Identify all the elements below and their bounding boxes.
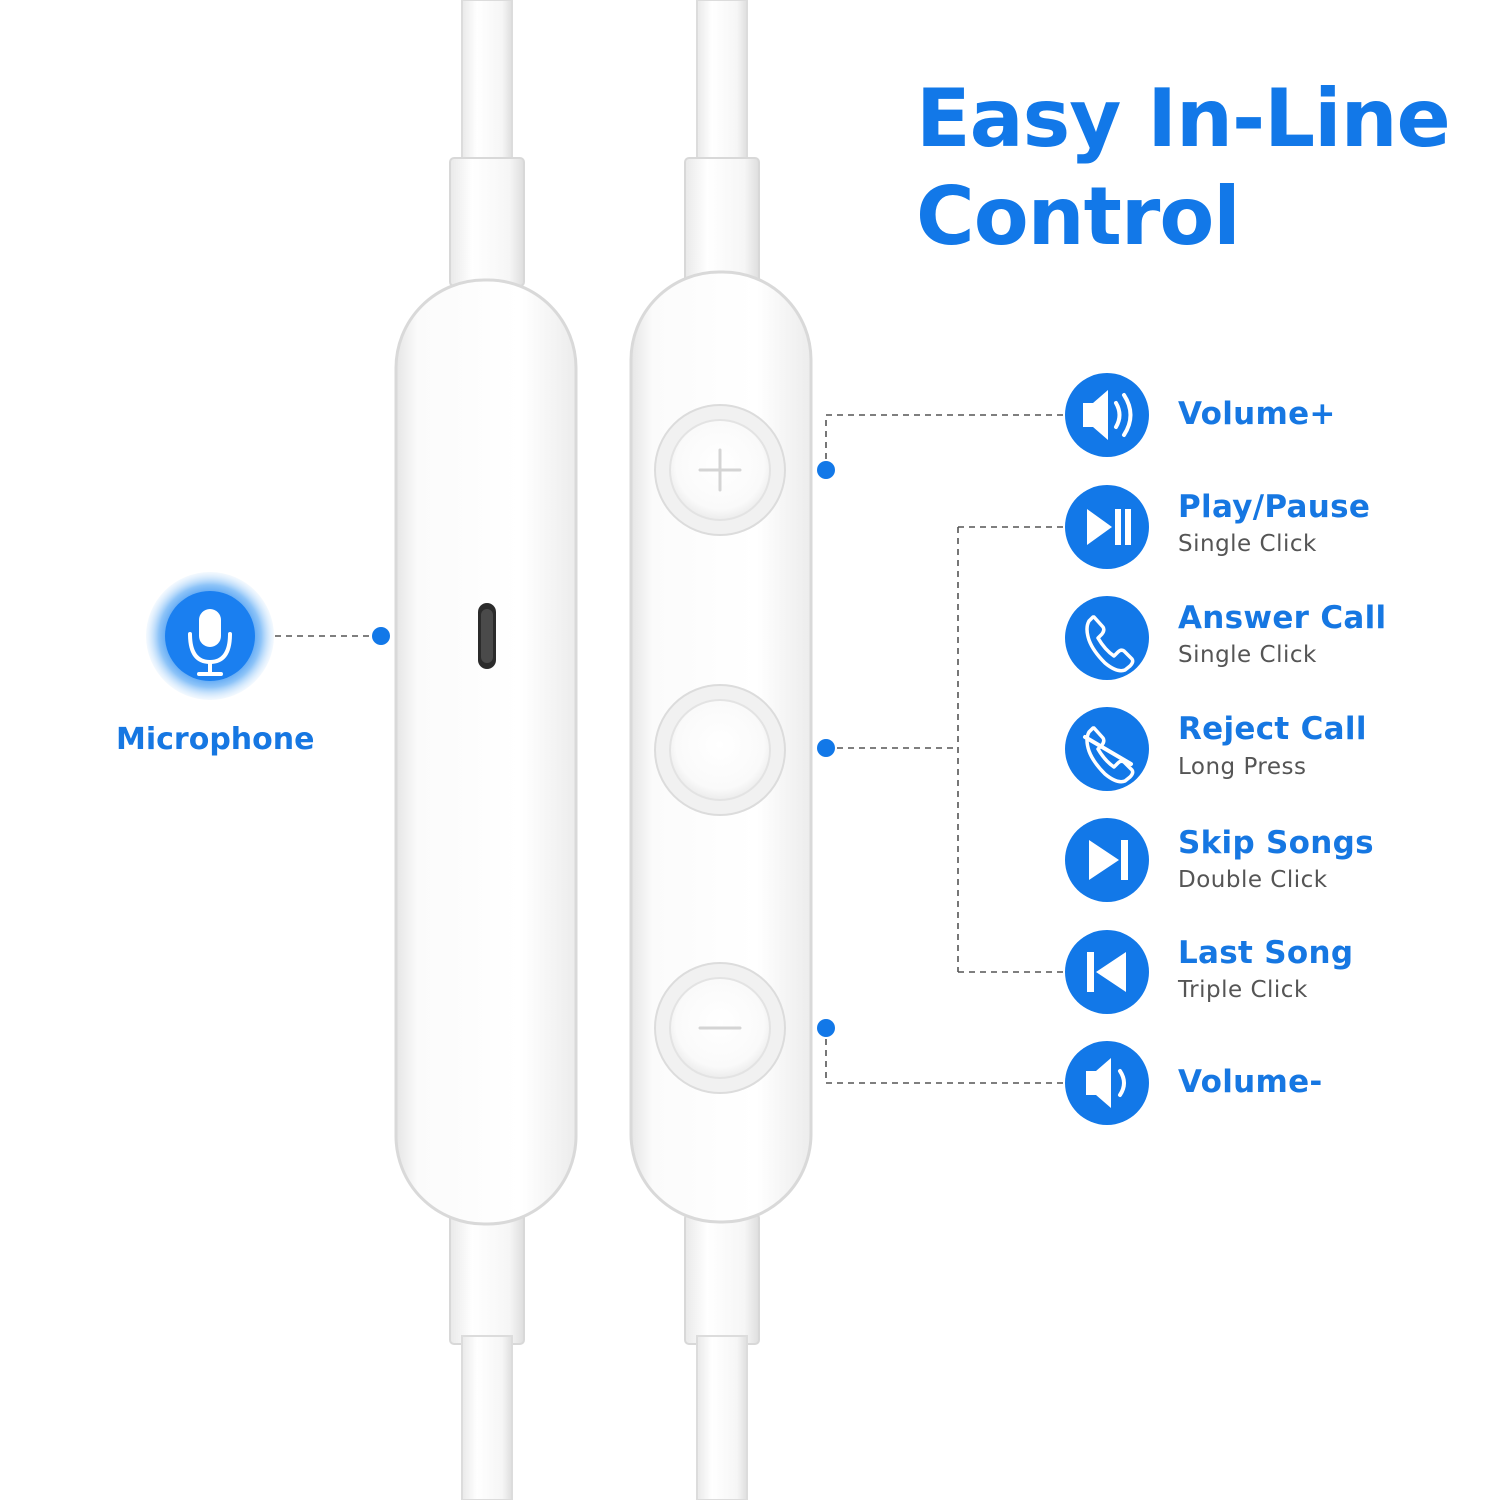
callout-lines — [275, 414, 1068, 1084]
reject-call-label: Reject Call — [1178, 711, 1367, 747]
reject-call-action: Long Press — [1178, 754, 1307, 780]
answer-call-label: Answer Call — [1178, 600, 1387, 636]
play-pause-icon — [1065, 485, 1149, 569]
left-remote-body — [394, 278, 578, 1226]
last-song-label: Last Song — [1178, 935, 1354, 971]
right-cable — [684, 0, 760, 1500]
remote-center-button[interactable] — [654, 684, 786, 816]
skip-songs-action: Double Click — [1178, 867, 1328, 893]
volume-up-icon — [1065, 373, 1149, 457]
volume-up-label: Volume+ — [1178, 396, 1336, 432]
microphone-label: Microphone — [116, 722, 315, 757]
reject-call-icon — [1065, 707, 1149, 791]
microphone-icon — [146, 572, 274, 700]
phone-icon — [1065, 596, 1149, 680]
headline-line-2: Control — [916, 170, 1241, 263]
left-cable — [449, 0, 525, 1500]
headline: Easy In-Line Control — [916, 70, 1451, 266]
answer-call-action: Single Click — [1178, 642, 1317, 668]
remote-minus-button[interactable] — [654, 962, 786, 1094]
callout-dots — [372, 461, 835, 1037]
play-pause-action: Single Click — [1178, 531, 1317, 557]
skip-songs-label: Skip Songs — [1178, 825, 1374, 861]
play-pause-label: Play/Pause — [1178, 489, 1371, 525]
skip-previous-icon — [1065, 930, 1149, 1014]
volume-down-icon — [1065, 1041, 1149, 1125]
headline-line-1: Easy In-Line — [916, 72, 1451, 165]
volume-down-label: Volume- — [1178, 1064, 1323, 1100]
skip-next-icon — [1065, 818, 1149, 902]
remote-plus-button[interactable] — [654, 404, 786, 536]
last-song-action: Triple Click — [1178, 977, 1308, 1003]
